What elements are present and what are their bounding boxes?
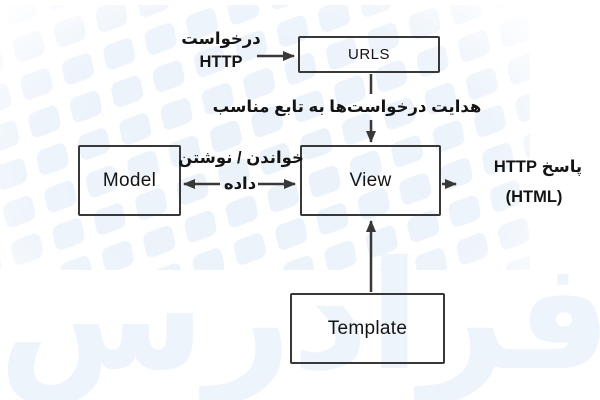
node-view-label: View [349,169,392,191]
label-route: هدایت درخواست‌ها به تابع مناسب [212,97,482,116]
label-read-write: خواندن / نوشتن [178,148,304,167]
label-request-fa: درخواست [181,29,261,48]
label-response-line1: پاسخ HTTP [493,157,583,176]
node-view: View [300,145,441,216]
label-response-line2: (HTML) [505,187,563,206]
node-model-label: Model [102,169,157,191]
watermark-text: فرادرس [0,230,600,400]
node-urls-label: URLS [347,46,390,63]
label-request-http: HTTP [199,52,243,71]
node-template-label: Template [327,317,408,339]
node-model: Model [78,145,181,216]
label-data: داده [223,174,257,193]
node-urls: URLS [298,36,440,73]
watermark-tile-pattern [0,5,530,270]
node-template: Template [290,293,445,364]
